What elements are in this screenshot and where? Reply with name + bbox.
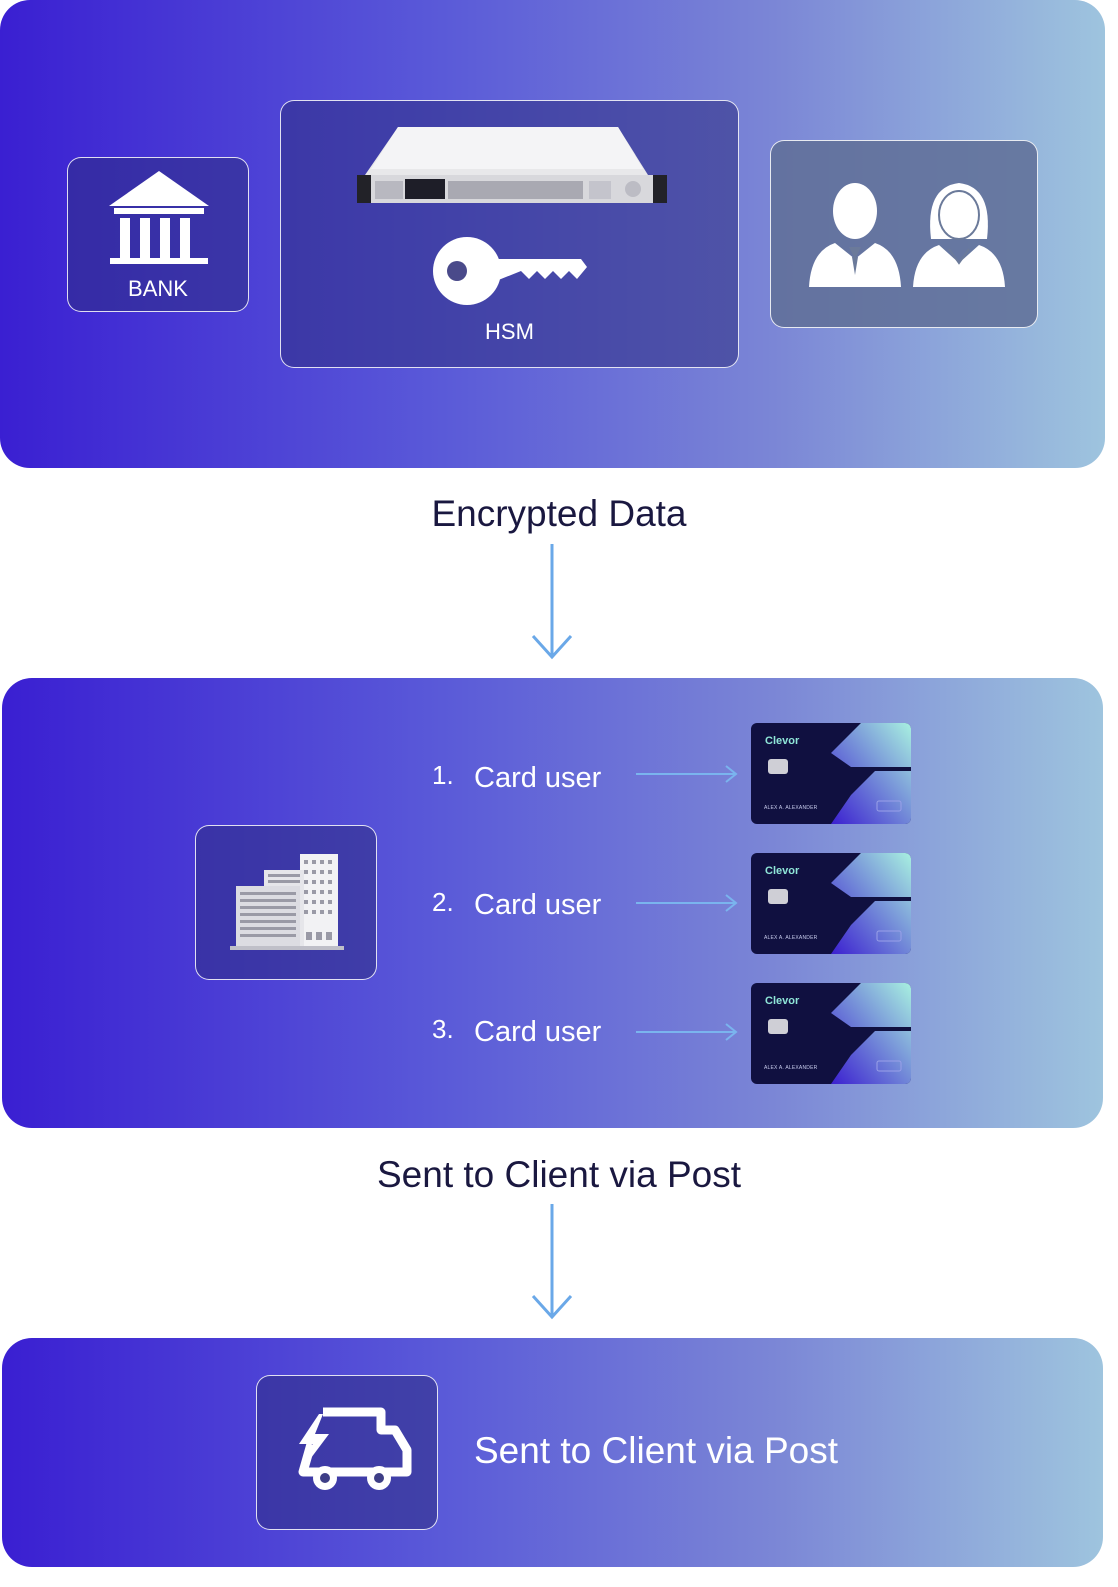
user-number: 1. [432,760,454,790]
payment-card: Clevor ALEX A. ALEXANDER [751,723,911,824]
card-holder-name: ALEX A. ALEXANDER [764,805,818,811]
bottom-panel [2,1338,1103,1567]
hsm-label: HSM [485,319,534,344]
bank-box: BANK [67,157,249,312]
user-label: Card user [474,889,602,921]
card-holder-name: ALEX A. ALEXANDER [764,935,818,941]
middle-panel [2,678,1103,1128]
right-arrow [636,1023,738,1041]
key-icon [433,237,587,305]
card-holder-name: ALEX A. ALEXANDER [764,1065,818,1071]
bank-icon [109,171,209,264]
hsm-box: HSM [280,100,739,368]
right-arrow [636,765,738,783]
office-building-icon [230,854,344,950]
delivery-truck-icon [298,1407,412,1490]
users-box [770,140,1038,328]
user-number: 3. [432,1014,454,1044]
hsm-server-icon [357,127,667,203]
user-label: Card user [474,1016,602,1048]
post-label: Sent to Client via Post [474,1430,839,1471]
right-arrow [636,894,738,912]
down-arrow-1 [531,544,573,660]
female-user-icon [913,183,1005,287]
sent-to-client-label: Sent to Client via Post [376,1154,742,1195]
user-label: Card user [474,762,602,794]
card-brand: Clevor [765,865,800,877]
male-user-icon [809,183,901,287]
top-panel: BANK HSM [0,0,1105,468]
down-arrow-2 [531,1204,573,1320]
user-number: 2. [432,887,454,917]
office-box [195,825,377,980]
payment-card: Clevor ALEX A. ALEXANDER [751,853,911,954]
bank-label: BANK [128,276,188,301]
card-brand: Clevor [765,735,800,747]
card-brand: Clevor [765,995,800,1007]
encrypted-data-label: Encrypted Data [431,493,687,534]
delivery-box [256,1375,438,1530]
payment-card: Clevor ALEX A. ALEXANDER [751,983,911,1084]
